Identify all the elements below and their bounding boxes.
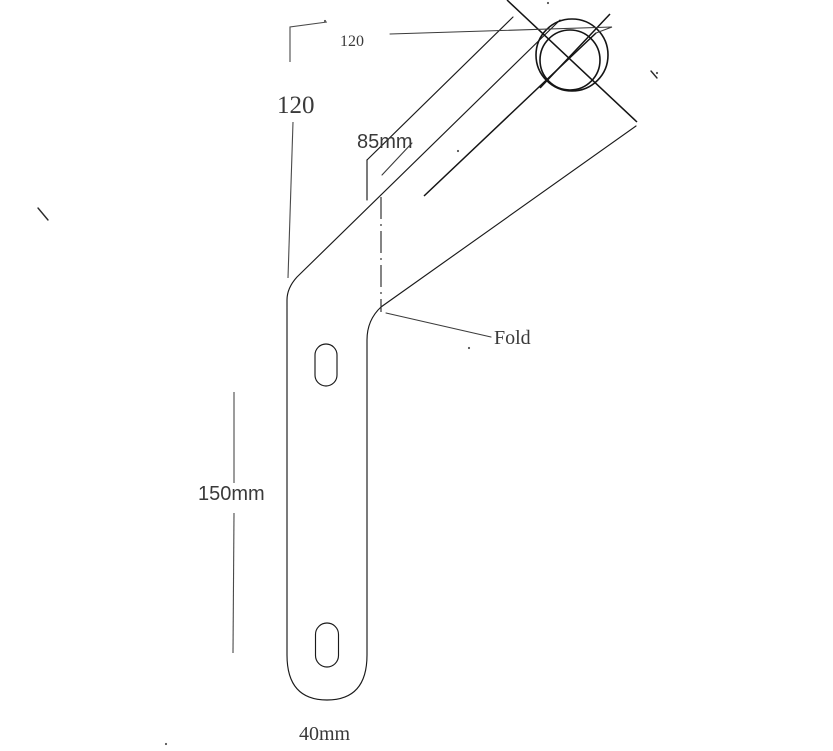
stray-dot-e <box>164 742 168 746</box>
dimension-120-leader <box>287 121 294 279</box>
bracket-outline-outer <box>286 19 637 701</box>
stray-dot-a <box>323 19 327 23</box>
label-width-40mm: 40mm <box>299 723 351 745</box>
dimension-120-corner-bracket <box>289 21 328 62</box>
label-length-150mm: 150mm <box>198 483 265 505</box>
stray-tick-topright <box>650 70 658 79</box>
label-length-85mm: 85mm <box>357 131 413 153</box>
stray-tick-left <box>37 207 49 221</box>
mounting-slot-upper <box>314 343 338 387</box>
dimension-85mm-leader <box>381 142 413 176</box>
hub-pointer-line <box>389 26 613 35</box>
construction-line-down-right <box>506 0 638 123</box>
hub-circle-inner <box>539 29 601 91</box>
construction-line-long-diagonal <box>423 32 597 197</box>
stray-dot-b <box>456 149 460 153</box>
stray-dot-d <box>655 71 659 75</box>
label-fold: Fold <box>494 327 531 349</box>
fold-callout-leader <box>385 312 492 338</box>
mounting-slot-lower <box>314 622 340 668</box>
hub-circle-outer <box>535 18 609 92</box>
bracket-outline-inner-diagonal <box>366 16 514 161</box>
stray-dot-c <box>467 346 471 350</box>
label-angle-120-small: 120 <box>340 33 364 50</box>
stray-dot-f <box>546 1 550 5</box>
dimension-150mm-line-lower <box>232 512 235 654</box>
label-angle-120-large: 120 <box>277 92 315 119</box>
